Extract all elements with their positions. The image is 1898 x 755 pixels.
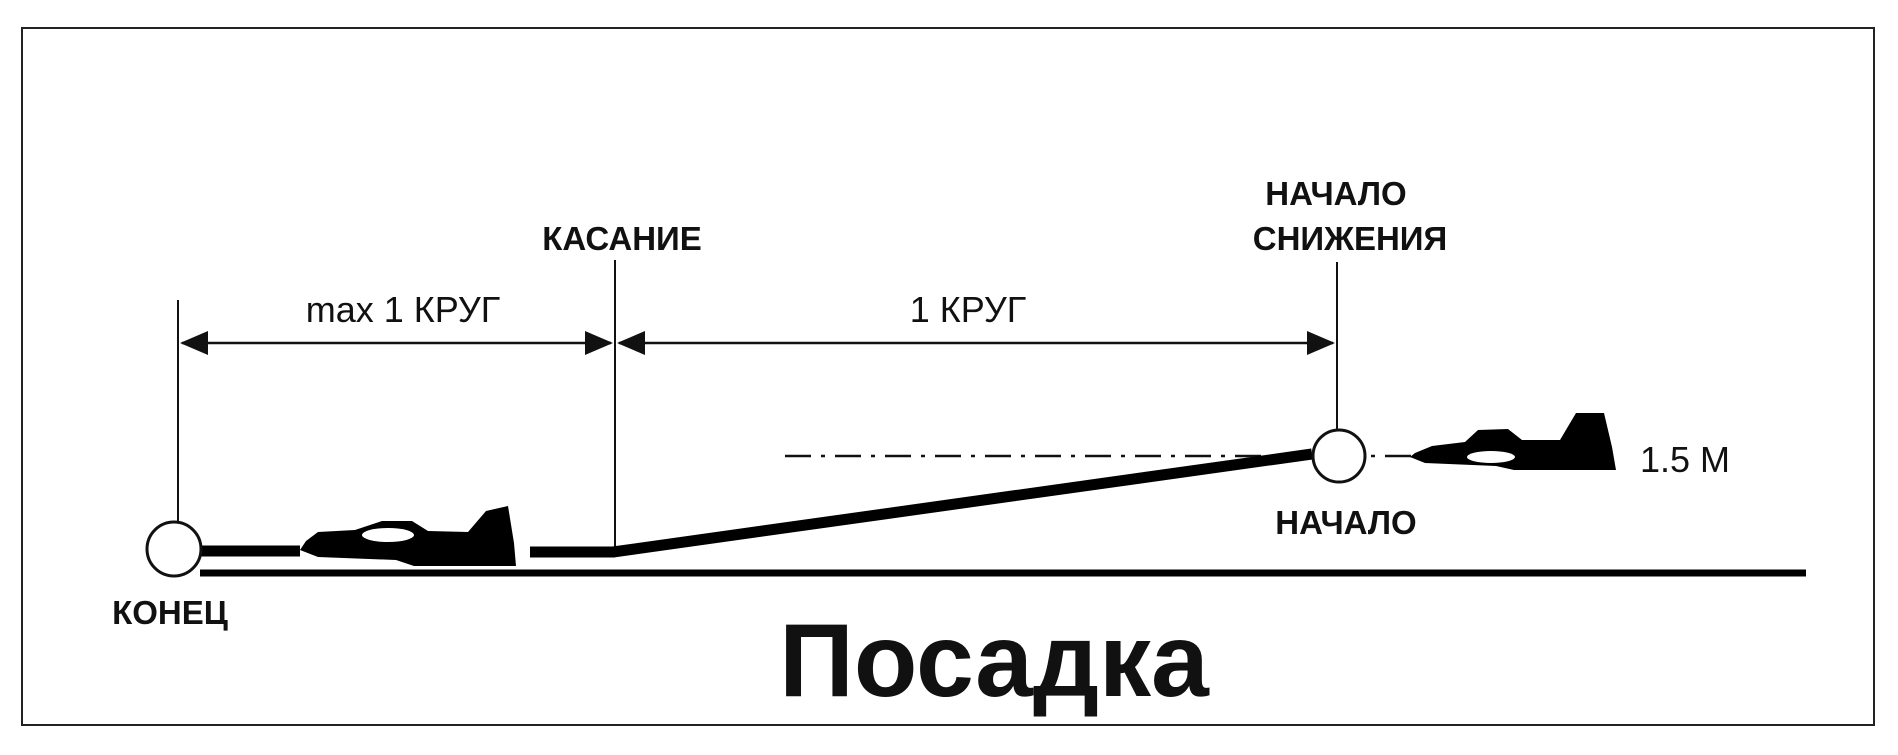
- height-label: 1.5 М: [1640, 439, 1730, 480]
- end-label: КОНЕЦ: [112, 594, 228, 631]
- glide-path: [612, 448, 1313, 558]
- one-lap-label: 1 КРУГ: [910, 289, 1027, 330]
- start-point-circle: [1311, 428, 1367, 484]
- page-title: Посадка: [779, 603, 1210, 719]
- arrowhead-left-touchdown: [617, 331, 645, 355]
- arrowhead-right-descent: [1307, 331, 1335, 355]
- arrowhead-left-end: [180, 331, 208, 355]
- touchdown-label: КАСАНИЕ: [542, 220, 702, 257]
- max-one-lap-label: max 1 КРУГ: [306, 289, 501, 330]
- start-label: НАЧАЛО: [1275, 504, 1416, 541]
- airplane-landed-icon: [300, 506, 516, 566]
- diagram-frame: [21, 27, 1875, 726]
- descent-start-label-line1: НАЧАЛО: [1265, 175, 1406, 212]
- end-point-circle: [145, 520, 203, 578]
- airplane-approach-icon: [1410, 413, 1616, 470]
- descent-start-label-line2: СНИЖЕНИЯ: [1253, 220, 1448, 257]
- arrowhead-right-touchdown: [585, 331, 613, 355]
